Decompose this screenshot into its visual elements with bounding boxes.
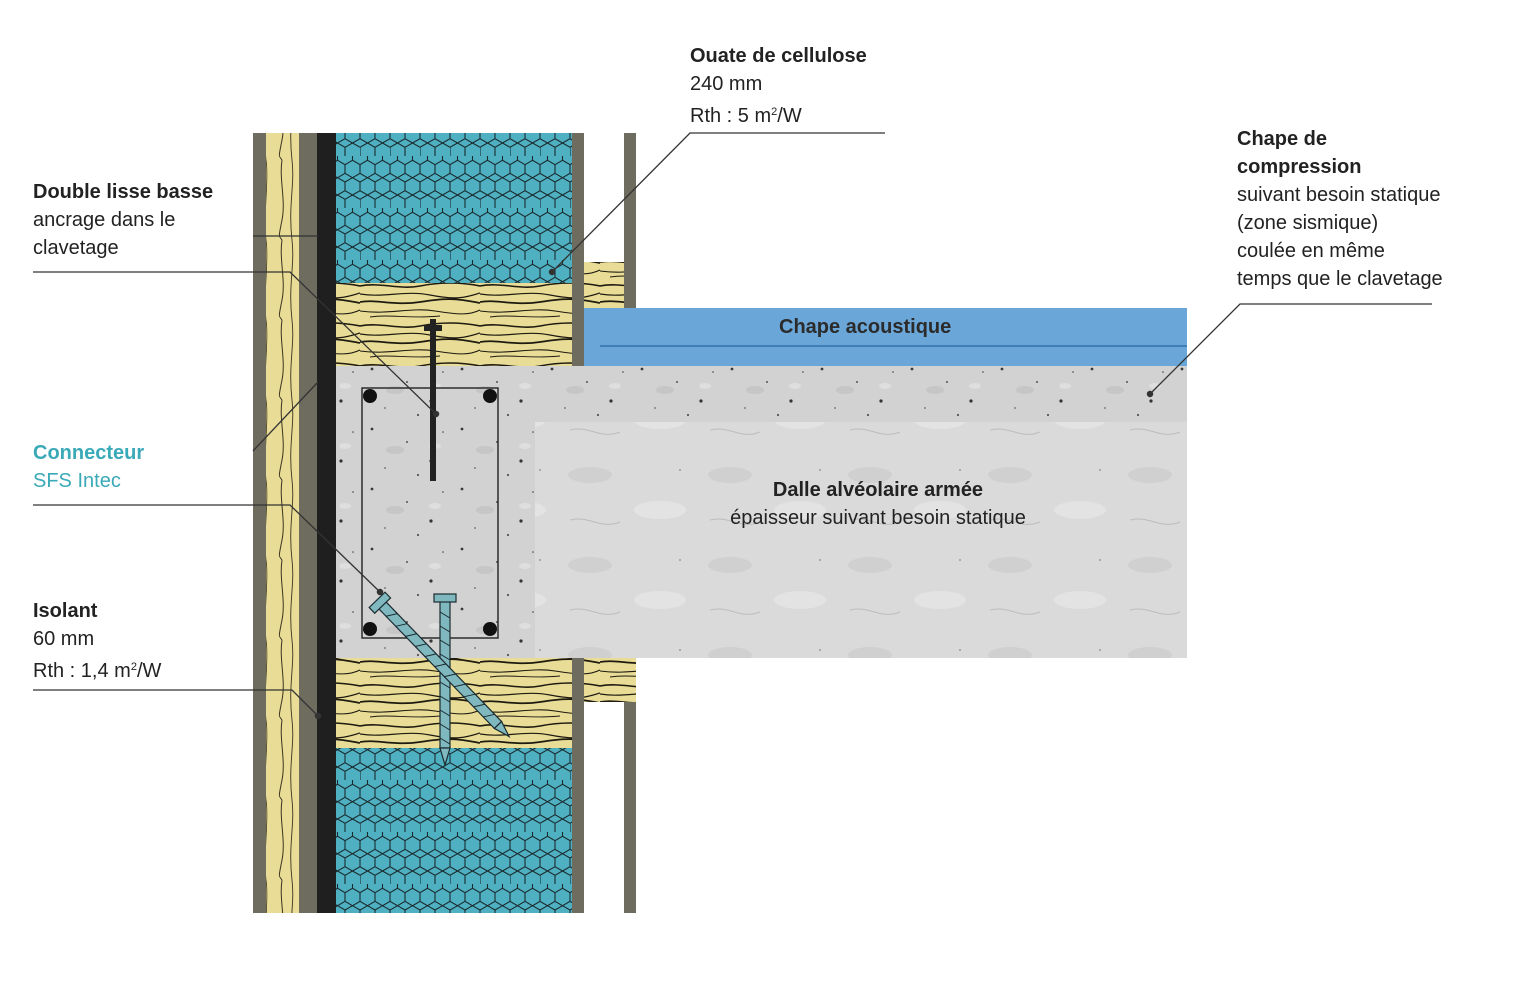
- label-connecteur-brand: SFS Intec: [33, 470, 121, 492]
- lower-top-plate-right: [584, 658, 636, 702]
- label-isolant-thickness: 60 mm: [33, 628, 95, 650]
- rebar-top-left: [363, 389, 377, 403]
- label-cellulose: Ouate de cellulose 240 mm Rth : 5 m2/W: [690, 42, 867, 130]
- cellulose-insulation-upper: [336, 133, 572, 283]
- label-cellulose-title: Ouate de cellulose: [690, 45, 867, 67]
- label-isolant-rth: Rth : 1,4 m2/W: [33, 660, 162, 682]
- exterior-board-edge-left: [253, 133, 266, 913]
- leader-chape-compression: [1149, 303, 1432, 395]
- label-dalle-title: Dalle alvéolaire armée: [772, 479, 984, 501]
- rebar-top-right: [483, 389, 497, 403]
- label-isolant: Isolant 60 mm Rth : 1,4 m2/W: [33, 597, 161, 685]
- leader-cellulose-dot: [548, 268, 556, 276]
- label-chape-compression-title1: Chape de: [1237, 128, 1328, 150]
- label-cellulose-rth: Rth : 5 m2/W: [690, 105, 802, 127]
- connector-screw-diagonal: [368, 591, 511, 738]
- leader-double-lisse: [33, 271, 437, 415]
- upper-sole-plate-right: [584, 262, 624, 308]
- label-chape-compression: Chape de compression suivant besoin stat…: [1237, 125, 1443, 293]
- hollow-core-slab: [535, 422, 1187, 658]
- concrete-keying: [336, 366, 1187, 422]
- label-double-lisse-line1: ancrage dans le: [33, 209, 176, 231]
- leader-double-lisse-dot: [432, 410, 440, 418]
- acoustic-screed: [584, 308, 1187, 366]
- leader-chape-compression-dot: [1146, 390, 1154, 398]
- label-dalle-line1: épaisseur suivant besoin statique: [730, 507, 1026, 529]
- leader-isolant: [33, 689, 319, 717]
- leader-cellulose: [551, 132, 885, 273]
- rebar-bottom-right: [483, 622, 497, 636]
- label-chape-acoustique: Chape acoustique: [779, 316, 952, 338]
- label-double-lisse-title: Double lisse basse: [33, 181, 214, 203]
- upper-sole-plate: [336, 283, 572, 366]
- cellulose-insulation-lower: [336, 748, 572, 913]
- label-dalle: Dalle alvéolaire armée épaisseur suivant…: [700, 476, 1056, 532]
- label-connecteur-title: Connecteur: [33, 442, 145, 464]
- leader-lines: [33, 132, 1432, 720]
- label-double-lisse: Double lisse basse ancrage dans le clave…: [33, 178, 213, 262]
- leader-membrane: [252, 235, 319, 452]
- label-chape-compression-line4: temps que le clavetage: [1237, 268, 1443, 290]
- label-chape-compression-line1: suivant besoin statique: [1237, 184, 1441, 206]
- acoustic-screed-inner-line: [600, 345, 1187, 347]
- label-connecteur: Connecteur SFS Intec: [33, 439, 144, 495]
- leader-connecteur: [33, 504, 381, 593]
- label-chape-compression-line3: coulée en même: [1237, 240, 1385, 262]
- label-cellulose-thickness: 240 mm: [690, 73, 763, 95]
- leader-connecteur-dot: [376, 588, 384, 596]
- label-double-lisse-line2: clavetage: [33, 237, 119, 259]
- label-chape-compression-title2: compression: [1237, 156, 1362, 178]
- anchor-bolt-shaft: [430, 327, 436, 481]
- leader-isolant-dot: [314, 712, 322, 720]
- label-chape-compression-line2: (zone sismique): [1237, 212, 1379, 234]
- label-isolant-title: Isolant: [33, 600, 98, 622]
- exterior-insulation-membrane: [317, 133, 336, 913]
- rebar-bottom-left: [363, 622, 377, 636]
- anchor-bolt-head-v: [430, 319, 436, 335]
